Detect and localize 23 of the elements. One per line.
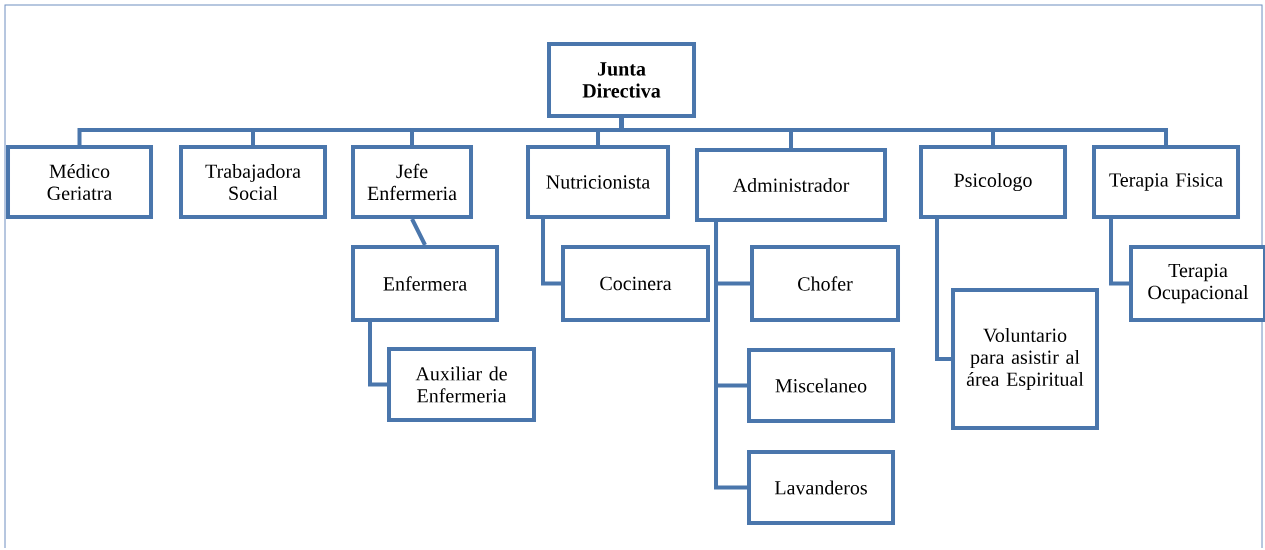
role-box: Chofer (750, 245, 900, 322)
connector-line (1109, 217, 1129, 286)
role-box: Nutricionista (526, 145, 670, 219)
role-box: Trabajadora Social (179, 145, 327, 219)
connector-line (368, 320, 387, 387)
role-box: Jefe Enfermeria (351, 145, 473, 219)
role-box: Administrador (695, 148, 887, 222)
role-box: Auxiliar de Enfermeria (387, 347, 536, 422)
role-box: Cocinera (561, 245, 710, 322)
role-box: Voluntario para asistir al área Espiritual (951, 288, 1099, 430)
role-box: Terapia Ocupacional (1129, 245, 1265, 322)
connector-line (935, 217, 951, 361)
role-box: Médico Geriatra (6, 145, 153, 219)
role-box: Terapia Fisica (1092, 145, 1240, 219)
role-box: Miscelaneo (747, 348, 895, 423)
connector-line (619, 118, 1168, 145)
role-box: Enfermera (351, 245, 499, 322)
role-box: Lavanderos (747, 450, 895, 525)
connector-line (714, 220, 747, 490)
role-box: Psicologo (919, 145, 1067, 219)
title-box: Junta Directiva (547, 42, 696, 118)
connector-line (410, 218, 427, 246)
connector-line (541, 217, 561, 286)
